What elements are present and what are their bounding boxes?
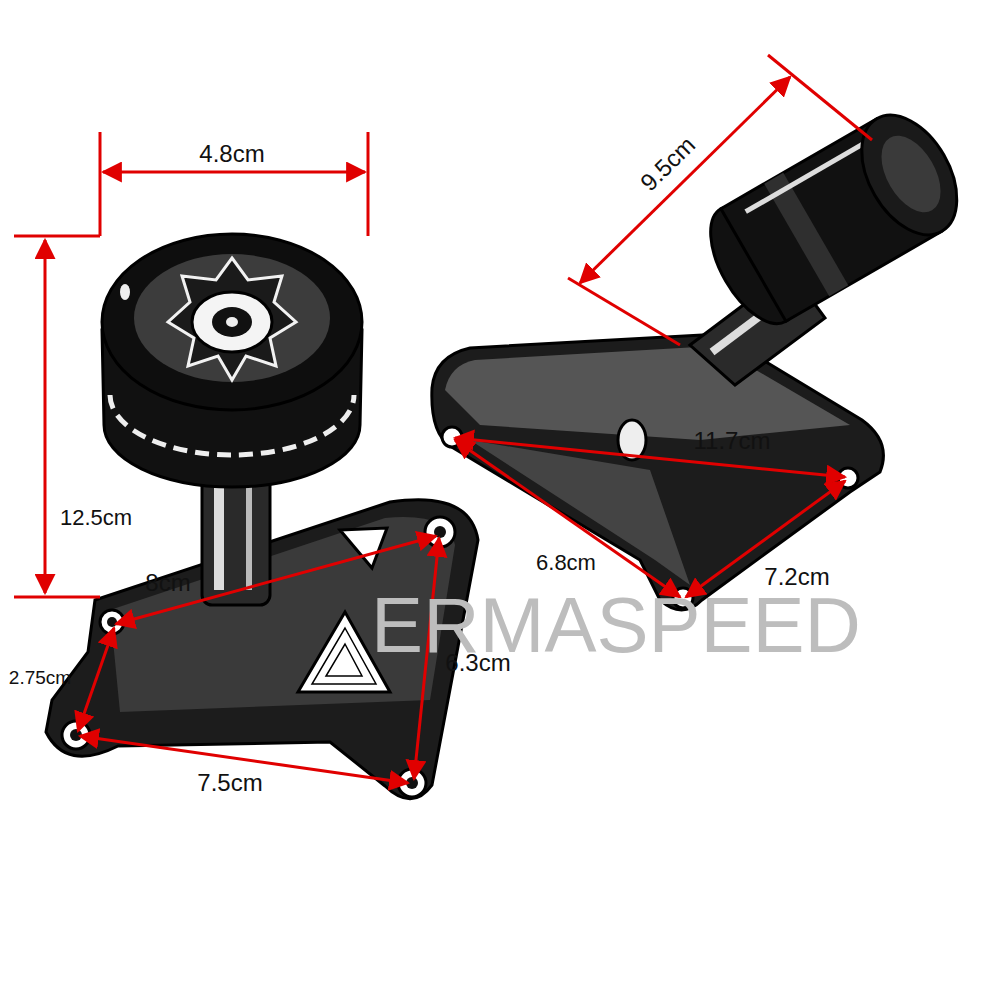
plate-cutout-ridge — [326, 644, 362, 676]
puck-bolt-ring — [192, 292, 272, 352]
puck-face-ring — [134, 254, 330, 382]
puck-star — [168, 258, 296, 380]
watermark: ERMASPEED — [371, 583, 861, 669]
puck-bolt-center — [226, 317, 238, 327]
mount-hole — [107, 617, 117, 627]
dimension-label: 8cm — [145, 570, 190, 596]
right-slider — [432, 99, 977, 610]
plate-top-face — [445, 346, 850, 440]
dimension-label: 11.7cm — [694, 428, 771, 454]
dimension-label: 6.8cm — [536, 551, 596, 575]
dimension-label: 2.75cm — [9, 668, 71, 689]
extension-line — [14, 596, 100, 599]
puck-end-ring — [869, 126, 953, 223]
dimension-arrow — [580, 77, 790, 283]
extension-line — [768, 55, 872, 140]
mount-hole — [62, 721, 90, 749]
extension-line — [568, 278, 680, 345]
mount-plate — [432, 334, 884, 610]
plate-top-face — [470, 440, 690, 585]
dimension-label: 7.5cm — [197, 770, 262, 796]
puck-bolt — [212, 307, 252, 337]
extension-line — [367, 132, 370, 236]
dimension-arrow — [455, 440, 680, 597]
dimension-label: 12.5cm — [60, 506, 132, 530]
dimension-arrow — [686, 481, 845, 597]
puck-end — [842, 99, 976, 252]
plate-cutout-ridge — [312, 628, 376, 684]
dimension-label: 9.5cm — [635, 132, 700, 197]
dimension-arrow — [78, 628, 114, 731]
dimension-arrow — [44, 240, 47, 593]
dimension-label: 4.8cm — [199, 141, 264, 167]
dimension-lines — [14, 55, 872, 783]
puck — [693, 99, 976, 338]
puck-notch — [120, 284, 130, 300]
extension-line — [14, 235, 100, 238]
extension-line — [99, 132, 102, 236]
puck-face — [102, 234, 362, 410]
dimension-arrow — [103, 171, 365, 174]
left-slider — [46, 234, 478, 799]
dimension-arrow — [455, 438, 845, 477]
puck-edge — [746, 137, 876, 212]
